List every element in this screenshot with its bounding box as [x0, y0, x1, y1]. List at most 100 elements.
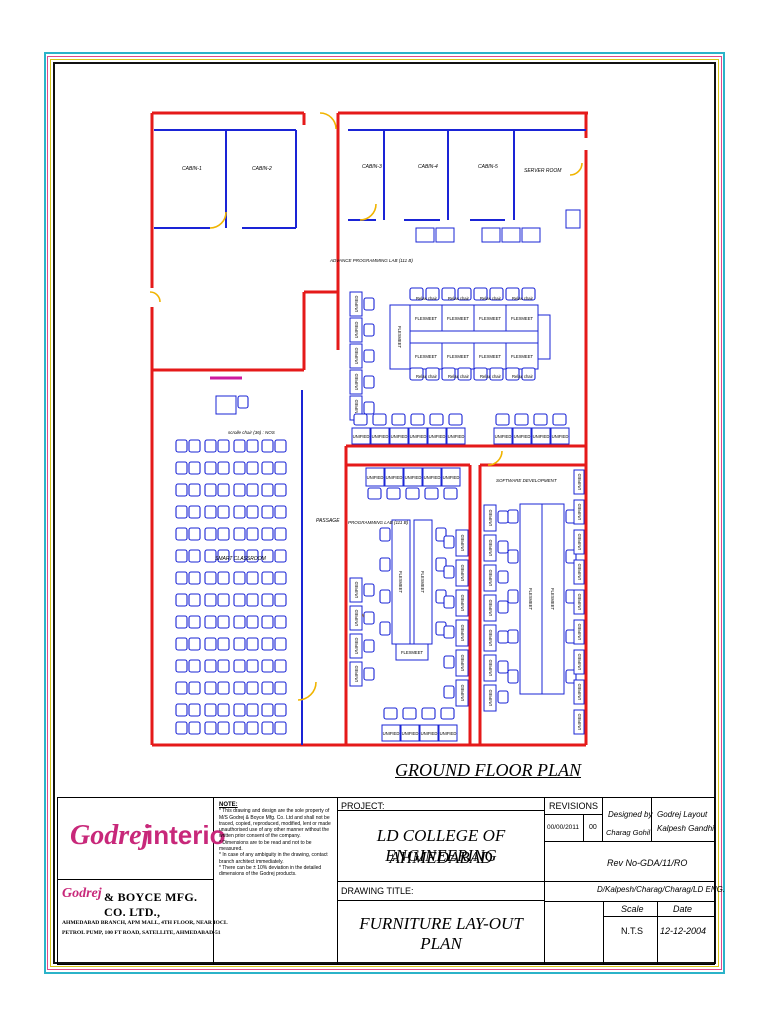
- chair: [274, 549, 287, 563]
- desk: [573, 619, 585, 645]
- chair: [246, 571, 259, 585]
- workstation: UNIFIED: [550, 427, 570, 445]
- chair: [246, 659, 259, 673]
- desk: [349, 661, 363, 687]
- chair: [188, 571, 201, 585]
- relax-chair-label: Relax chair: [480, 374, 502, 379]
- desk-label: UNIFIED: [354, 400, 359, 417]
- workstation: FLEXMEET: [541, 503, 565, 695]
- outer-border-cyan: [44, 52, 725, 974]
- chair: [507, 629, 519, 644]
- desk-label: UNIFIED: [448, 434, 465, 439]
- chair: [217, 571, 230, 585]
- workstation: FLEXMEET: [505, 342, 539, 370]
- chair: [204, 527, 217, 541]
- desk-label: UNIFIED: [577, 474, 582, 491]
- chair: [217, 505, 230, 519]
- desk-label: FLEXMEET: [511, 354, 534, 359]
- chair: [204, 721, 217, 735]
- chair: [204, 439, 217, 453]
- chair: [497, 600, 509, 614]
- smart-classroom-label: SMART CLASSROOM: [215, 556, 267, 562]
- desk: [483, 594, 497, 622]
- desk-label: UNIFIED: [383, 731, 400, 736]
- chair: [379, 527, 391, 542]
- note-1: * This drawing and design are the sole p…: [219, 808, 331, 840]
- desk: [446, 427, 466, 445]
- chair: [204, 461, 217, 475]
- chair: [507, 589, 519, 604]
- chair: [441, 367, 456, 381]
- desk-label: FLEXMEET: [528, 588, 533, 611]
- desk-label: FLEXMEET: [479, 354, 502, 359]
- chair: [204, 637, 217, 651]
- chair: [372, 413, 387, 426]
- chair: [274, 637, 287, 651]
- chair: [363, 667, 375, 681]
- desk: [400, 724, 420, 742]
- godrej-layout: Godrej Layout: [657, 810, 708, 819]
- notes-cell: NOTE: * This drawing and design are the …: [214, 798, 338, 964]
- chair: [363, 297, 375, 311]
- chair: [246, 527, 259, 541]
- chair: [261, 659, 274, 673]
- desk-label: FLEXMEET: [479, 316, 502, 321]
- chair: [246, 439, 259, 453]
- chair: [175, 461, 188, 475]
- chair: [217, 527, 230, 541]
- chair: [363, 349, 375, 363]
- project-city: AHMEDABAD: [389, 848, 493, 867]
- title-block: Godrej interio Godrej & BOYCE MFG. CO. L…: [57, 797, 725, 965]
- relax-chair-label: Relax chair: [416, 296, 438, 301]
- desk: [537, 314, 551, 360]
- workstation: UNIFIED: [381, 724, 401, 742]
- chair: [274, 721, 287, 735]
- chair: [175, 527, 188, 541]
- desk: [521, 227, 541, 243]
- chair: [188, 593, 201, 607]
- chair: [237, 395, 249, 409]
- desk: [408, 427, 428, 445]
- cabin-5-label: CABIN-5: [478, 164, 498, 170]
- chair: [425, 287, 440, 301]
- chair: [505, 367, 520, 381]
- designer-2: Kalpesh Gandhi: [657, 824, 714, 833]
- chair: [489, 367, 504, 381]
- chair: [457, 367, 472, 381]
- desk: [349, 605, 363, 631]
- workstation: UNIFIED: [349, 343, 363, 369]
- desk: [349, 577, 363, 603]
- desk-label: FLEXMEET: [397, 326, 402, 349]
- desk-label: UNIFIED: [440, 731, 457, 736]
- chair: [204, 571, 217, 585]
- desk: [349, 291, 363, 317]
- relax-chair-label: Relax chair: [512, 374, 534, 379]
- note-2: * Dimensions are to be read and not to b…: [219, 839, 312, 853]
- desk-label: UNIFIED: [488, 510, 493, 527]
- visitor-chair-label: scrolle chair (36) : NOS: [228, 430, 275, 435]
- desk: [573, 589, 585, 615]
- chair: [274, 483, 287, 497]
- workstation: UNIFIED: [573, 709, 585, 735]
- desk: [441, 304, 475, 332]
- desk: [455, 589, 469, 617]
- chair: [246, 461, 259, 475]
- desk: [541, 503, 565, 695]
- desk: [349, 317, 363, 343]
- company-name: & BOYCE MFG. CO. LTD.,: [104, 890, 198, 919]
- chair: [379, 621, 391, 636]
- chair: [175, 615, 188, 629]
- designed-by-label: Designed by: [608, 810, 653, 819]
- chair: [175, 483, 188, 497]
- chair: [521, 287, 536, 301]
- advance-lab-label: ADVANCE PROGRAMMING LAB (111 B): [329, 258, 413, 263]
- desk: [573, 469, 585, 495]
- chair: [457, 287, 472, 301]
- workstation: UNIFIED: [455, 529, 469, 557]
- chair: [188, 505, 201, 519]
- godrej-small-logo: Godrej: [62, 886, 102, 901]
- walls: [150, 111, 588, 747]
- chair: [233, 637, 246, 651]
- chair: [188, 721, 201, 735]
- workstation: UNIFIED: [427, 427, 447, 445]
